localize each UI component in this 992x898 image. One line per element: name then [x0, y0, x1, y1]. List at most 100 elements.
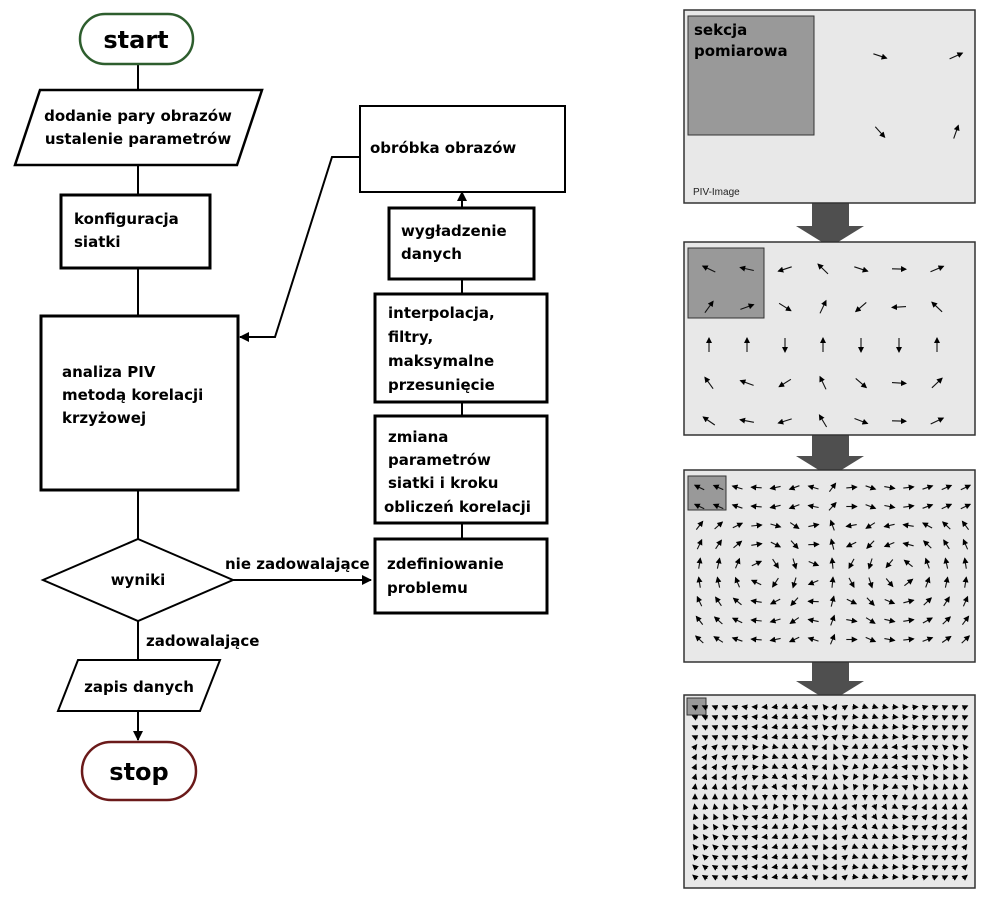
velocity-vector: [842, 754, 849, 761]
velocity-vector: [931, 834, 938, 841]
velocity-vector: [771, 743, 779, 750]
velocity-vector: [842, 744, 849, 751]
velocity-vector: [931, 875, 939, 881]
velocity-vector: [865, 617, 876, 624]
velocity-vector: [751, 560, 763, 567]
velocity-vector: [819, 299, 827, 314]
velocity-vector: [932, 754, 939, 761]
velocity-vector: [922, 540, 932, 549]
velocity-vector: [721, 704, 729, 711]
velocity-vector: [752, 754, 759, 761]
velocity-vector: [741, 714, 748, 721]
velocity-vector: [862, 763, 869, 770]
measurement-section-window: [687, 15, 815, 136]
velocity-vector: [801, 873, 808, 880]
velocity-vector: [721, 875, 729, 881]
velocity-vector: [721, 735, 729, 741]
velocity-vector: [782, 823, 789, 830]
velocity-vector: [901, 764, 908, 771]
velocity-vector: [829, 595, 836, 607]
velocity-vector: [861, 713, 869, 720]
velocity-vector: [751, 805, 759, 811]
velocity-vector: [882, 783, 889, 791]
velocity-vector: [823, 853, 829, 861]
velocity-vector: [741, 825, 749, 831]
velocity-vector: [704, 300, 714, 314]
velocity-vector: [901, 754, 908, 761]
velocity-vector: [961, 874, 968, 881]
velocity-vector: [843, 783, 849, 791]
velocity-vector: [731, 774, 738, 781]
velocity-vector: [952, 773, 959, 781]
velocity-vector: [963, 763, 969, 771]
velocity-vector: [762, 763, 769, 770]
velocity-vector: [704, 376, 714, 390]
velocity-vector: [848, 577, 855, 588]
velocity-vector: [871, 733, 879, 740]
velocity-vector: [873, 53, 888, 60]
velocity-vector: [922, 764, 929, 771]
velocity-vector: [691, 753, 697, 761]
velocity-vector: [854, 266, 869, 273]
velocity-vector: [871, 863, 879, 870]
velocity-vector: [911, 825, 919, 831]
velocity-vector: [721, 855, 729, 861]
velocity-vector: [781, 863, 789, 870]
velocity-vector: [721, 754, 728, 761]
velocity-vector: [821, 773, 828, 780]
velocity-vector: [865, 503, 877, 510]
velocity-vector: [851, 803, 858, 811]
velocity-vector: [962, 753, 969, 761]
velocity-vector: [742, 814, 749, 821]
piv-image-caption: PIV-Image: [693, 187, 740, 198]
velocity-vector: [751, 854, 758, 861]
velocity-vector: [811, 755, 819, 761]
velocity-vector: [841, 854, 848, 861]
velocity-vector: [846, 617, 858, 624]
velocity-vector: [952, 744, 959, 751]
not-satisfactory-label: nie zadowalające: [225, 555, 370, 573]
velocity-vector: [921, 835, 929, 841]
velocity-vector: [762, 773, 769, 780]
velocity-vector: [772, 558, 779, 569]
velocity-vector: [771, 773, 779, 780]
velocity-vector: [811, 705, 819, 711]
velocity-vector: [823, 843, 829, 851]
velocity-vector: [771, 863, 778, 870]
velocity-vector: [852, 773, 859, 781]
velocity-vector: [721, 773, 727, 781]
velocity-vector: [953, 124, 960, 139]
velocity-vector: [911, 834, 919, 841]
velocity-vector: [903, 598, 915, 605]
velocity-vector: [711, 773, 717, 781]
velocity-vector: [731, 617, 743, 624]
velocity-vector: [861, 813, 867, 821]
velocity-vector: [962, 595, 969, 607]
velocity-vector: [831, 813, 838, 820]
velocity-vector: [871, 843, 879, 849]
velocity-vector: [903, 503, 915, 510]
define-problem-box: zdefiniowanie problemu: [373, 537, 549, 615]
velocity-vector: [861, 843, 869, 850]
velocity-vector: [769, 598, 781, 605]
velocity-vector: [942, 616, 952, 625]
velocity-vector: [831, 843, 837, 851]
velocity-vector: [822, 734, 829, 741]
velocity-vector: [861, 873, 869, 880]
velocity-vector: [701, 715, 709, 721]
velocity-vector: [912, 714, 919, 721]
velocity-vector: [828, 501, 837, 511]
velocity-vector: [791, 783, 798, 791]
velocity-vector: [829, 614, 836, 626]
velocity-vector: [791, 843, 799, 850]
velocity-vector: [867, 558, 874, 570]
velocity-vector: [932, 783, 939, 791]
interrogation-window-2: [687, 247, 765, 319]
velocity-vector: [961, 864, 968, 871]
velocity-vector: [874, 126, 886, 138]
velocity-vector: [861, 863, 869, 869]
velocity-vector: [831, 803, 838, 810]
velocity-vector: [892, 833, 899, 840]
add-images-line-2: ustalenie parametrów: [45, 130, 231, 148]
